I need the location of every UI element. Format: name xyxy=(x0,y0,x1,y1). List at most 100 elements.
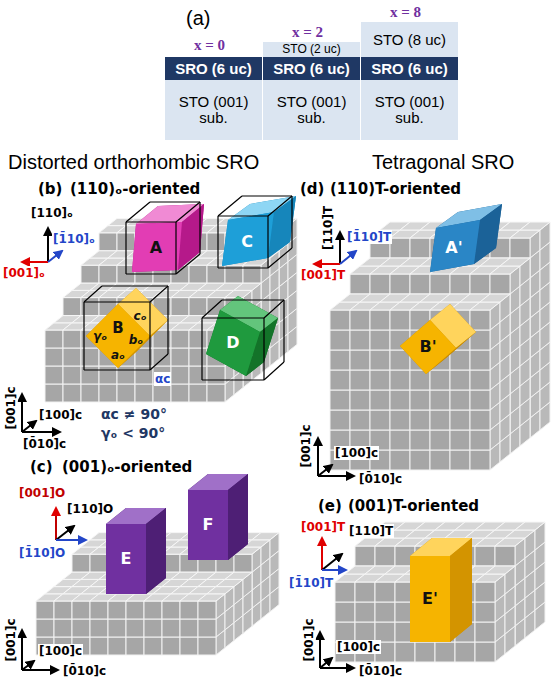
cube-face xyxy=(54,619,72,637)
cube-face xyxy=(350,310,370,330)
axis-arrow xyxy=(48,251,62,262)
cube-face xyxy=(207,366,225,384)
cube-face xyxy=(410,556,450,642)
cube-face xyxy=(390,370,410,390)
cube-face xyxy=(117,384,135,402)
axis-label: [001]O xyxy=(18,486,66,500)
unit-cell-edge xyxy=(218,196,242,216)
cube-face xyxy=(63,384,81,402)
axis-arrow xyxy=(322,554,342,570)
crystal-drawing xyxy=(404,530,480,648)
axis-arrow xyxy=(320,658,332,668)
cube-face xyxy=(90,601,108,619)
cube-face xyxy=(410,450,430,470)
unit-cell-edge xyxy=(264,300,284,318)
layer-label: SRO (6 uc) xyxy=(273,61,350,77)
crystal-domain: Bcₒγₒaₒbₒ xyxy=(78,280,172,374)
cube-face xyxy=(72,601,90,619)
cube-face xyxy=(189,330,207,348)
cube-face xyxy=(355,582,375,602)
cube-face xyxy=(36,619,54,637)
layer-label: STO (8 uc) xyxy=(373,32,446,48)
crystal-drawing xyxy=(118,196,210,280)
crystal-drawing xyxy=(182,466,254,566)
orientation-title: (001)ₒ-oriented xyxy=(62,458,192,476)
axis-label: [001]T xyxy=(300,268,346,282)
cube-face xyxy=(450,410,470,430)
cube-face xyxy=(335,582,355,602)
axis-arrow xyxy=(319,632,321,668)
axis-arrow xyxy=(21,630,23,670)
cube-face xyxy=(144,637,162,655)
cube-face xyxy=(355,602,375,622)
cube-face xyxy=(470,302,500,310)
cube-face xyxy=(171,330,189,348)
sto-cap-layer: STO (2 uc) xyxy=(263,42,360,57)
crystal-domain: D xyxy=(196,292,290,386)
cube-face xyxy=(410,430,430,450)
layer-label: SRO (6 uc) xyxy=(175,61,252,77)
lattice-label: γₒ xyxy=(93,330,107,342)
axis-label: [1̄10]ₒ xyxy=(52,232,96,246)
cube-face xyxy=(475,574,505,582)
cube-face xyxy=(228,474,248,560)
cube-face xyxy=(470,350,490,370)
cube-face xyxy=(198,619,216,637)
unit-cell-edge xyxy=(150,201,200,202)
crystal-drawing xyxy=(420,200,510,280)
layer-label: STO (001) sub. xyxy=(365,94,454,126)
axis-arrow xyxy=(339,232,341,264)
panel-label: (b) xyxy=(38,180,62,198)
cube-face xyxy=(90,554,108,572)
cube-face xyxy=(370,330,390,350)
panel-label: (d) xyxy=(300,180,324,198)
orientation-title: (110)ₒ-oriented xyxy=(70,180,200,198)
cube-face xyxy=(225,572,252,579)
domain-letter: F xyxy=(203,517,214,533)
layer-label: STO (2 uc) xyxy=(282,43,340,56)
thickness-label: x = 0 xyxy=(194,36,225,54)
cube-face xyxy=(180,601,198,619)
cube-face xyxy=(450,390,470,410)
crystal-drawing xyxy=(78,280,172,374)
crystal-domain: F xyxy=(182,466,254,566)
domain-letter: E xyxy=(121,551,132,567)
domain-letter: B' xyxy=(419,339,436,355)
cube-face xyxy=(370,310,390,330)
cube-face xyxy=(470,450,490,470)
axis-label: [100]c xyxy=(38,408,83,422)
cube-face xyxy=(400,320,456,374)
cube-face xyxy=(99,233,117,251)
cube-face xyxy=(390,410,410,430)
unit-cell-edge xyxy=(175,222,176,274)
cube-face xyxy=(450,350,470,370)
domain-letter: E' xyxy=(422,591,438,607)
lattice-label: bₒ xyxy=(129,334,143,346)
crystal-drawing xyxy=(210,188,298,274)
axis-label: [100]c xyxy=(334,446,379,460)
cube-face xyxy=(355,546,375,566)
domain-letter: A xyxy=(150,240,162,256)
axis-label: [001]c xyxy=(4,617,18,662)
domain-letter: D xyxy=(226,335,239,351)
axis-arrow xyxy=(22,431,60,433)
section-title: Tetragonal SRO xyxy=(372,150,514,174)
cube-face xyxy=(72,554,90,572)
cube-face xyxy=(189,348,207,366)
cube-face xyxy=(410,390,430,410)
cube-face xyxy=(495,546,515,566)
substrate-box: STO (001) sub. xyxy=(165,80,262,140)
cube-face xyxy=(198,594,225,601)
axis-arrow xyxy=(21,394,23,432)
cube-face xyxy=(390,450,410,470)
cube-face xyxy=(395,642,415,662)
cube-face xyxy=(355,622,375,642)
cube-face xyxy=(330,330,350,350)
cube-face xyxy=(470,274,490,294)
cube-face xyxy=(470,310,490,330)
panel-label: (c) xyxy=(30,458,53,476)
cube-face xyxy=(171,366,189,384)
crystal-domain: B' xyxy=(392,296,476,380)
cube-face xyxy=(435,642,455,662)
cube-face xyxy=(90,637,108,655)
